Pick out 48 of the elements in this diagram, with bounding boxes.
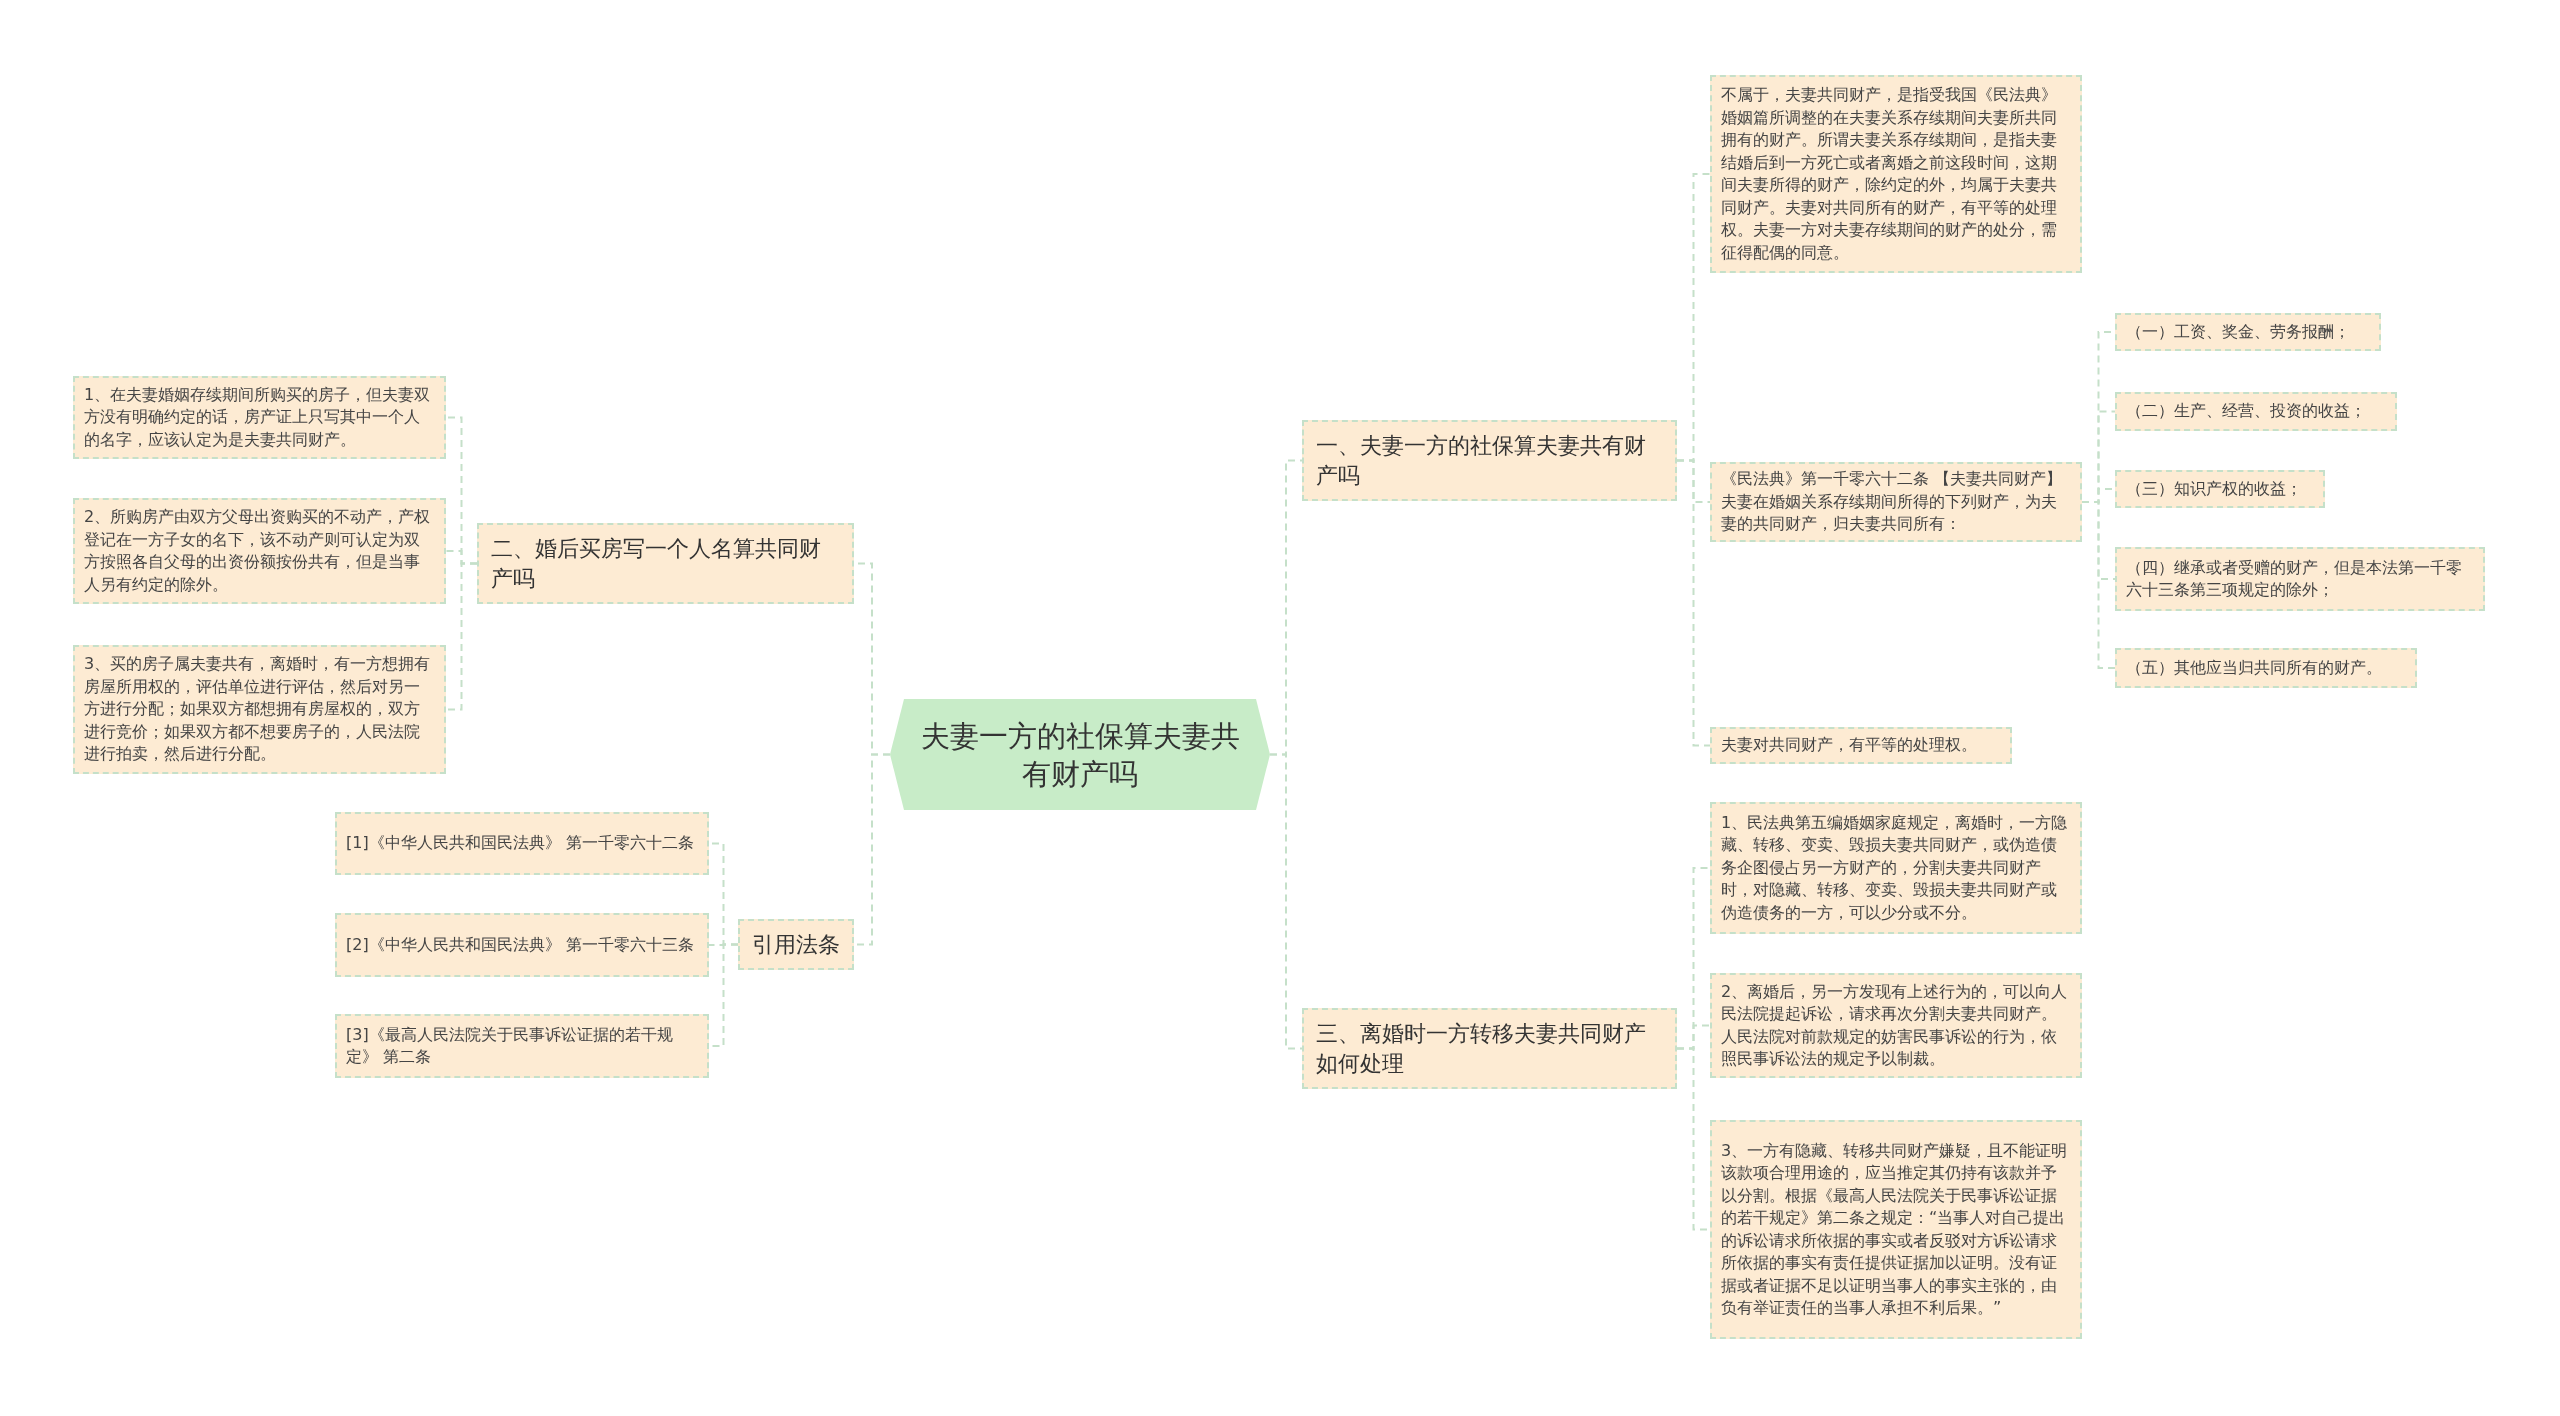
connector-line [445,562,478,711]
node-text: [3]《最高人民法院关于民事诉讼证据的若干规定》 第二条 [346,1023,674,1068]
note-box [1710,727,2012,764]
note-box [2115,470,2325,508]
note-box [2115,648,2417,688]
note-box [2115,547,2485,611]
note-box [1710,802,2082,934]
node-text: 一、夫妻一方的社保算夫妻共有财产吗 [1316,431,1647,490]
node-text: （三）知识产权的收益； [2126,477,2303,500]
note-box [335,1014,709,1078]
topic-box [1302,420,1677,501]
node-text: 1、在夫妻婚姻存续期间所购买的房子，但夫妻双方没有明确约定的话，房产证上只写其中一个人的名字，应该认定为是夫妻共同财产。 [84,383,432,451]
node-text: 《民法典》第一千零六十二条 【夫妻共同财产】夫妻在婚姻关系存续期间所得的下列财产，为夫妻的共同财产，归夫妻共同所有： [1721,468,2064,536]
connector-line [2081,501,2116,669]
connector-line [1269,753,1303,1050]
node-text: （一）工资、奖金、劳务报酬； [2126,320,2351,343]
node-text: 夫妻对共同财产，有平等的处理权。 [1721,734,1978,757]
topic-box [738,919,854,970]
node-text: （五）其他应当归共同所有的财产。 [2126,656,2383,679]
note-box [1710,75,2082,273]
node-text: [1]《中华人民共和国民法典》 第一千零六十二条 [346,832,695,855]
node-text: 2、离婚后，另一方发现有上述行为的，可以向人民法院提起诉讼，请求再次分割夫妻共同财产。人民法院对前款规定的妨害民事诉讼的行为，依照民事诉讼法的规定予以制裁。 [1721,980,2069,1070]
topic-box [1302,1008,1677,1089]
note-box [1710,973,2082,1078]
note-box [73,376,446,459]
node-text: 引用法条 [752,930,840,959]
node-text: （四）继承或者受赠的财产，但是本法第一千零六十三条第三项规定的除外； [2126,556,2463,601]
node-text: 1、民法典第五编婚姻家庭规定，离婚时，一方隐藏、转移、变卖、毁损夫妻共同财产，或伪造债务企图侵占另一方财产的，分割夫妻共同财产时，对隐藏、转移、变卖、毁损夫妻共同财产或伪造债务的一方，可以少分或不分。 [1721,811,2069,924]
note-box [2115,392,2397,431]
node-text: 3、一方有隐藏、转移共同财产嫌疑，且不能证明该款项合理用途的，应当推定其仍持有该款并予以分割。根据《最高人民法院关于民事诉讼证据的若干规定》第二条之规定：“当事人对自己提出的诉讼请求所依据的事实或者反驳对方诉讼请求所依据的事实有责任提供证据加以证明。没有证据或者证据不足以证明当事人的事实主张的，由负有举证责任的当事人承担不利后果。” [1721,1139,2069,1319]
connector-line [1676,459,1711,747]
note-box [335,913,709,977]
node-text: 2、所购房产由双方父母出资购买的不动产，产权登记在一方子女的名下，该不动产则可认定为双方按照各自父母的出资份额按份共有，但是当事人另有约定的除外。 [84,506,432,596]
node-text: （二）生产、经营、投资的收益； [2126,400,2367,423]
topic-box [477,523,854,604]
node-text: 二、婚后买房写一个人名算共同财产吗 [491,534,822,593]
note-box [73,498,446,604]
node-text: 三、离婚时一方转移夫妻共同财产如何处理 [1316,1019,1647,1078]
note-box [2115,313,2381,351]
node-text: 3、买的房子属夫妻共有，离婚时，有一方想拥有房屋所用权的，评估单位进行评估，然后对另一方进行分配；如果双方都想拥有房屋权的，双方进行竞价；如果双方都不想要房子的，人民法院进行拍卖，然后进行分配。 [84,653,432,766]
node-text: 不属于，夫妻共同财产，是指受我国《民法典》婚姻篇所调整的在夫妻关系存续期间夫妻所共同拥有的财产。所谓夫妻关系存续期间，是指夫妻结婚后到一方死亡或者离婚之前这段时间，这期间夫妻所得的财产，除约定的外，均属于夫妻共同财产。夫妻对共同所有的财产，有平等的处理权。夫妻一方对夫妻存续期间的财产的处分，需征得配偶的同意。 [1721,84,2058,264]
node-text: 夫妻一方的社保算夫妻共有财产吗 [919,717,1241,793]
note-box [1710,462,2082,542]
node-text: [2]《中华人民共和国民法典》 第一千零六十三条 [346,933,695,956]
note-box [335,812,709,875]
note-box [1710,1120,2082,1339]
central-topic [890,699,1270,810]
note-box [73,645,446,774]
